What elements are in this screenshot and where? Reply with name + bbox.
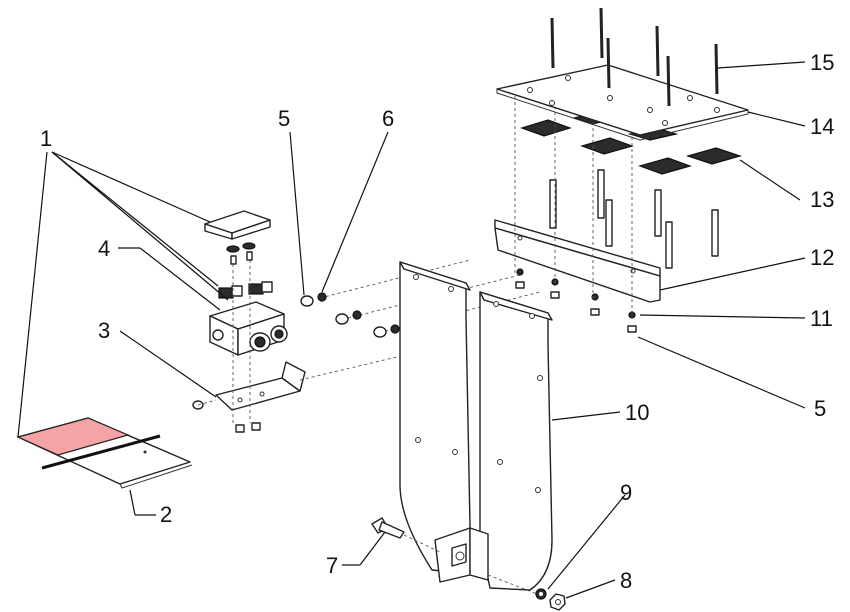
callout-1: 1 <box>40 126 52 151</box>
lid-screws <box>226 242 256 265</box>
callout-9: 9 <box>620 480 632 505</box>
rail-fasteners <box>515 268 637 333</box>
part-2-label-card <box>16 417 193 489</box>
part-7-bolt <box>371 517 441 553</box>
callout-5-top: 5 <box>278 106 290 131</box>
part-14-top-plate <box>496 64 749 141</box>
callout-8: 8 <box>620 568 632 593</box>
callout-3: 3 <box>98 318 110 343</box>
callout-4: 4 <box>98 236 110 261</box>
part-3-bracket <box>192 361 306 433</box>
part-10-mounting-plates <box>399 261 553 591</box>
leader-lines <box>17 61 806 599</box>
label-highlight-patch <box>16 417 130 456</box>
part-12-angle-rail <box>494 219 661 303</box>
callout-7: 7 <box>326 553 338 578</box>
callout-11: 11 <box>810 306 833 331</box>
callout-12: 12 <box>810 245 834 270</box>
callout-10: 10 <box>625 400 649 425</box>
callout-14: 14 <box>810 114 834 139</box>
callout-15: 15 <box>810 50 834 75</box>
callout-5-right: 5 <box>814 396 826 421</box>
callout-2: 2 <box>160 502 172 527</box>
alignment-lines-right <box>514 90 633 318</box>
callout-6: 6 <box>382 106 394 131</box>
parts-8-9-nut-washer <box>487 574 566 611</box>
callout-13: 13 <box>810 187 834 212</box>
part-15-nails <box>550 7 719 107</box>
screws-and-washers <box>300 292 400 338</box>
terminal-blocks <box>218 281 273 299</box>
part-4-junction-box <box>204 210 288 356</box>
